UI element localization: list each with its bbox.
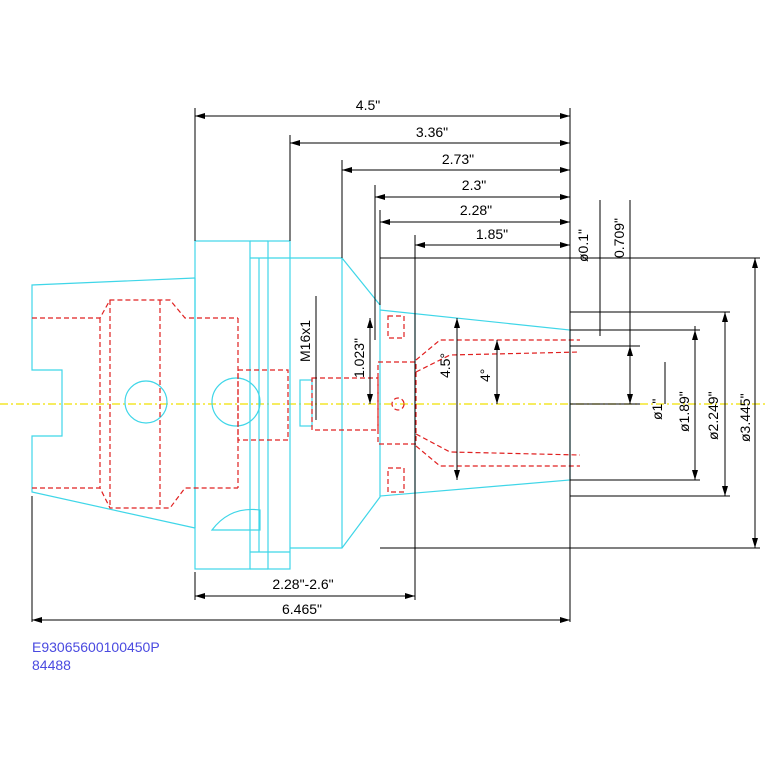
part-code: 84488 — [32, 657, 71, 673]
dim-m16x1: M16x1 — [297, 320, 313, 362]
dim-dia-1-89: ø1.89" — [676, 391, 692, 432]
dim-dia-2-249: ø2.249" — [705, 391, 721, 440]
dim-2-28: 2.28" — [460, 202, 492, 218]
hidden-lines — [32, 299, 581, 509]
dim-2-28-2-6: 2.28"-2.6" — [272, 576, 333, 592]
dim-1-023: 1.023" — [351, 338, 367, 378]
dim-2-3: 2.3" — [462, 177, 486, 193]
part-number: E93065600100450P — [32, 639, 160, 655]
dim-angle-4: 4° — [477, 369, 493, 382]
dimension-lines — [31, 108, 760, 623]
dim-dia-1: ø1" — [649, 399, 665, 420]
holder-outline — [31, 240, 571, 570]
dim-3-36: 3.36" — [416, 124, 448, 140]
dim-angle-4-5: 4.5° — [437, 353, 453, 378]
dim-dia-0-1: ø0.1" — [575, 229, 591, 262]
dim-2-73: 2.73" — [442, 151, 474, 167]
dim-dia-3-445: ø3.445" — [737, 393, 753, 442]
dim-0-709: 0.709" — [611, 218, 627, 258]
dim-6-465: 6.465" — [282, 601, 322, 617]
dim-1-85: 1.85" — [476, 226, 508, 242]
dim-4-5: 4.5" — [356, 97, 380, 113]
